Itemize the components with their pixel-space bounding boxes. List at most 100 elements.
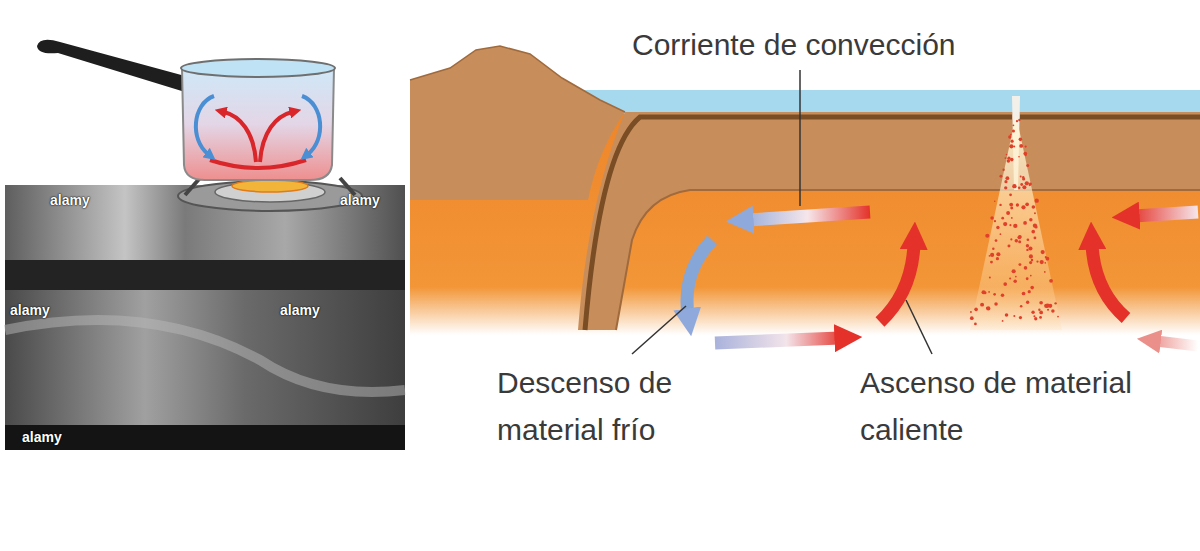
magma-dot xyxy=(1026,277,1029,280)
magma-dot xyxy=(974,323,977,326)
magma-dot xyxy=(1010,238,1012,240)
magma-dot xyxy=(990,216,994,220)
magma-dot xyxy=(996,257,999,260)
magma-dot xyxy=(1029,261,1032,264)
sinking-arrow xyxy=(302,96,320,154)
convection-arrow xyxy=(1156,341,1198,346)
magma-dot xyxy=(1017,235,1021,239)
magma-dot xyxy=(1051,309,1055,313)
magma-dot xyxy=(1011,217,1013,219)
magma-dot xyxy=(1023,152,1027,156)
convection-arrow xyxy=(748,212,870,220)
plate-boundary xyxy=(616,190,1200,330)
magma-dot xyxy=(1030,286,1034,290)
sinking-arrow xyxy=(196,96,214,154)
convection-arrow xyxy=(1092,244,1126,318)
magma-dot xyxy=(1033,224,1037,228)
magma-dot xyxy=(1013,315,1015,317)
pot-body xyxy=(182,68,334,180)
oceanic-crust xyxy=(585,117,1200,330)
heat-arc xyxy=(210,160,306,168)
magma-dot xyxy=(1046,257,1050,261)
earth-section xyxy=(410,46,1200,335)
stove-reflection xyxy=(5,320,405,392)
magma-dot xyxy=(1003,282,1007,286)
convection-arrow xyxy=(715,338,840,343)
magma-dot xyxy=(985,234,989,238)
magma-dot xyxy=(1034,317,1037,320)
magma-dot xyxy=(1029,254,1033,258)
magma-dot xyxy=(995,239,998,242)
callout-label: Corriente de convección xyxy=(632,22,956,69)
magma-dot xyxy=(974,308,978,312)
magma-dot xyxy=(1040,260,1044,264)
convection-arrow xyxy=(1134,212,1198,216)
magma-dot xyxy=(980,303,984,307)
magma-dot xyxy=(1015,276,1017,278)
magma-dot xyxy=(1018,235,1022,239)
magma-dot xyxy=(994,220,996,222)
stove xyxy=(5,185,405,450)
oceanic-plate xyxy=(578,112,1200,330)
magma-dot xyxy=(990,261,993,264)
pot-handle xyxy=(37,40,185,92)
magma-dot xyxy=(1030,275,1032,277)
magma-dot xyxy=(1018,187,1021,190)
magma-dot xyxy=(1034,212,1036,214)
magma-dot xyxy=(1009,224,1011,226)
leader-line xyxy=(906,300,932,354)
magma-dot xyxy=(1039,316,1042,319)
magma-dot xyxy=(1016,120,1018,122)
magma-dot xyxy=(1039,311,1043,315)
magma-dot xyxy=(990,253,994,257)
pot xyxy=(37,40,335,180)
watermark: alamy xyxy=(10,302,50,318)
magma-dot xyxy=(1035,198,1039,202)
magma-dot xyxy=(1044,304,1048,308)
leader-lines xyxy=(632,70,932,354)
stove-base xyxy=(5,425,405,450)
magma-dot xyxy=(1029,183,1032,186)
watermark: alamy xyxy=(280,302,320,318)
magma-dot xyxy=(1021,205,1025,209)
magma-dot xyxy=(1033,315,1035,317)
magma-dot xyxy=(1005,176,1009,180)
leader-line xyxy=(632,306,686,354)
magma-dot xyxy=(1034,225,1037,228)
stove-front xyxy=(5,290,405,425)
magma-dot xyxy=(1010,158,1014,162)
magma-dot xyxy=(1001,294,1005,298)
magma-dot xyxy=(989,255,991,257)
magma-dot xyxy=(1019,144,1023,148)
magma-dot xyxy=(1041,250,1045,254)
magma-dot xyxy=(1009,203,1013,207)
magma-dot xyxy=(1001,217,1004,220)
magma-dot xyxy=(982,290,986,294)
magma-dot xyxy=(1057,316,1059,318)
magma-dot xyxy=(1023,221,1027,225)
magma-dot xyxy=(1020,183,1023,186)
magma-dot xyxy=(1007,245,1010,248)
magma-dot xyxy=(1044,262,1046,264)
magma-dot xyxy=(1022,176,1024,178)
magma-dot xyxy=(992,248,995,251)
magma-dot xyxy=(1018,156,1020,158)
convection-arrows xyxy=(687,212,1198,346)
magma-dot xyxy=(1028,290,1031,293)
magma-dot xyxy=(1018,119,1020,121)
magma-dot xyxy=(1012,269,1016,273)
magma-dot xyxy=(1031,259,1034,262)
magma-dot xyxy=(1011,140,1014,143)
magma-dot xyxy=(1008,135,1011,138)
leader-line xyxy=(799,70,801,206)
magma-dot xyxy=(1026,301,1029,304)
magma-dot xyxy=(1044,271,1046,273)
watermark: alamy xyxy=(50,192,90,208)
magma-dot xyxy=(996,226,999,229)
magma-dot xyxy=(1010,134,1012,136)
magma-dot xyxy=(1002,320,1004,322)
watermark: alamy xyxy=(22,429,62,445)
magma-dot xyxy=(1020,175,1022,177)
